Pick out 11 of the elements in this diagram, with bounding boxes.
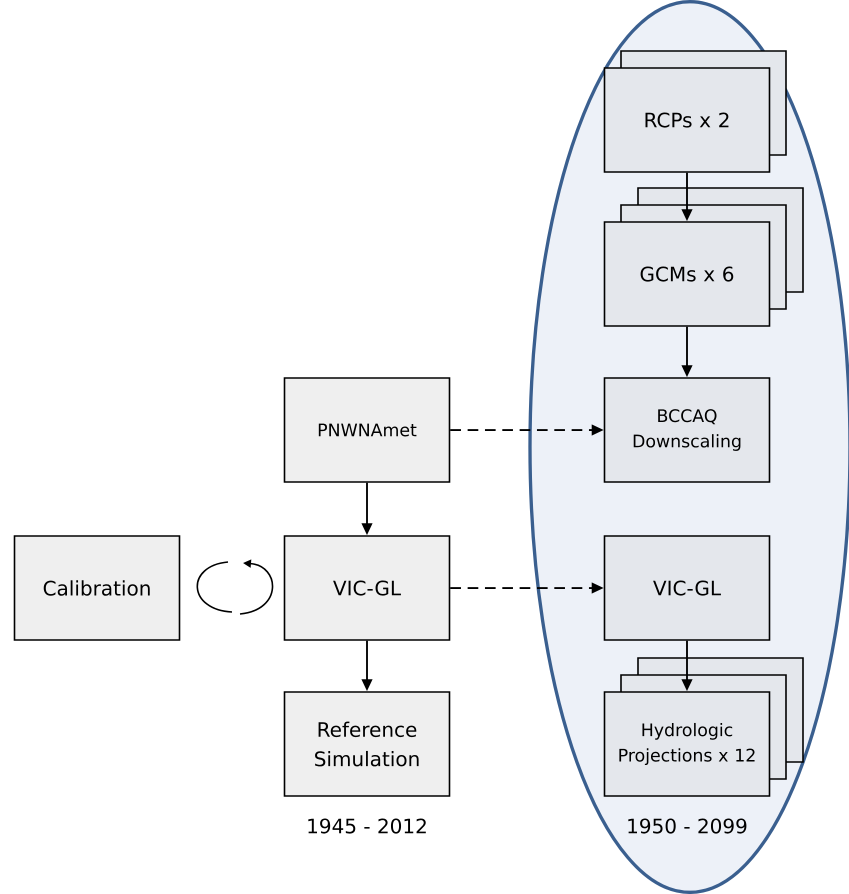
process-box: VIC-GL bbox=[604, 535, 770, 641]
process-box: Calibration bbox=[14, 535, 180, 641]
stacked-box: Hydrologic Projections x 12 bbox=[604, 657, 804, 797]
process-box: BCCAQ Downscaling bbox=[604, 377, 770, 483]
process-box: PNWNAmet bbox=[284, 377, 450, 483]
stacked-box: GCMs x 6 bbox=[604, 187, 804, 327]
year-range: 1945 - 2012 bbox=[308, 818, 426, 834]
stacked-box: RCPs x 2 bbox=[604, 50, 787, 173]
year-range: 1950 - 2099 bbox=[628, 818, 746, 834]
process-box: Reference Simulation bbox=[284, 691, 450, 797]
process-box: VIC-GL bbox=[284, 535, 450, 641]
